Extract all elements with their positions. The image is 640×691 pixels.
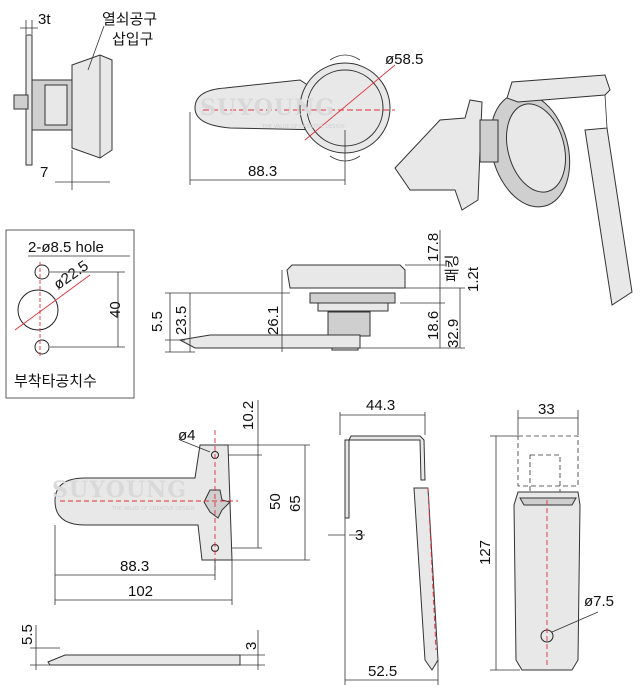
plate-side-view: 5.5 3 [19,624,265,670]
section-dim-32-9: 32.9 [445,319,462,348]
handle-arm [413,487,439,671]
cutout-caption: 부착타공치수 [14,372,97,390]
handle-side-view: 44.3 3 52.5 [328,397,439,685]
watermark-brand: SUYOUNG [200,95,335,121]
plate-center [203,489,231,519]
side-label-line1: 열쇠공구 [102,10,157,28]
front-dim-diameter: ø58.5 [385,51,423,68]
plate-view: ø4 10.2 50 65 88.3 102 [54,400,310,605]
handle-bracket [344,435,426,519]
handle-side-dim-44-3: 44.3 [366,397,395,414]
plate-side-dim-3: 3 [243,642,260,650]
plate-dim-88-3: 88.3 [120,558,149,575]
cutout-frame [5,229,135,399]
svg-text:THE VALUE OF CREATIVE DESIGN: THE VALUE OF CREATIVE DESIGN [111,506,195,512]
handle-front-bracket [517,435,579,487]
front-dim-length: 88.3 [248,163,277,180]
watermark-top: SUYOUNG THE VALUE OF CREATIVE DESIGN [200,95,345,130]
svg-text:SUYOUNG: SUYOUNG [52,477,187,503]
iso-view [394,74,633,306]
handle-side-dim-3: 3 [355,527,363,544]
plate-side-dim-5-5: 5.5 [19,624,36,645]
cutout-dim-height: 40 [107,301,124,318]
cutout-hole-label: 2-ø8.5 hole [28,239,104,256]
section-dim-5-5: 5.5 [149,311,166,332]
cutout-hole-bottom [34,339,50,355]
iso-plate [394,99,483,211]
cutout-center-hole [17,289,59,331]
watermark-bottom: SUYOUNG THE VALUE OF CREATIVE DESIGN [52,477,195,512]
section-view: 17.8 패킹 1.2t 18.6 32.9 5.5 23.5 26.1 [149,230,482,353]
front-handle [194,79,331,131]
front-view: ø58.5 88.3 [189,51,423,185]
iso-bracket [506,74,611,103]
handle-front-dim-127: 127 [477,540,494,565]
cutout-detail: 2-ø8.5 hole ø22.5 40 부착타공치수 [5,229,135,399]
plate-dim-50: 50 [267,493,284,510]
plate-dim-10-2: 10.2 [240,401,257,430]
section-dim-18-6: 18.6 [425,311,442,340]
section-dim-17-8: 17.8 [425,233,442,262]
section-dim-1-2t: 1.2t [465,266,482,292]
side-knob [71,54,113,159]
plate-dim-102: 102 [128,583,153,600]
plate-dim-hole: ø4 [178,427,196,444]
side-dim-width: 7 [40,164,48,181]
side-label-line2: 삽입구 [112,30,153,48]
section-dim-packing: 패킹 [443,254,461,282]
handle-front-view: 33 127 ø7.5 [477,401,614,671]
cutout-dim-center: ø22.5 [51,257,92,293]
section-body [327,311,371,337]
cutout-hole-top [34,264,50,280]
side-dim-thickness: 3t [38,11,51,28]
plate-outline [54,444,233,561]
section-knob [286,264,406,289]
handle-side-dim-52-5: 52.5 [368,663,397,680]
section-plate [178,334,361,349]
handle-front-dim-33: 33 [538,401,555,418]
watermark-tagline: THE VALUE OF CREATIVE DESIGN [261,124,345,130]
plate-side [47,654,241,666]
handle-front-dim-hole: ø7.5 [584,593,614,610]
section-dim-23-5: 23.5 [173,306,190,335]
section-dim-26-1: 26.1 [265,306,282,335]
side-view: 3t 열쇠공구 삽입구 7 [13,10,157,190]
plate-dim-65: 65 [287,495,304,512]
iso-handle [584,127,633,306]
